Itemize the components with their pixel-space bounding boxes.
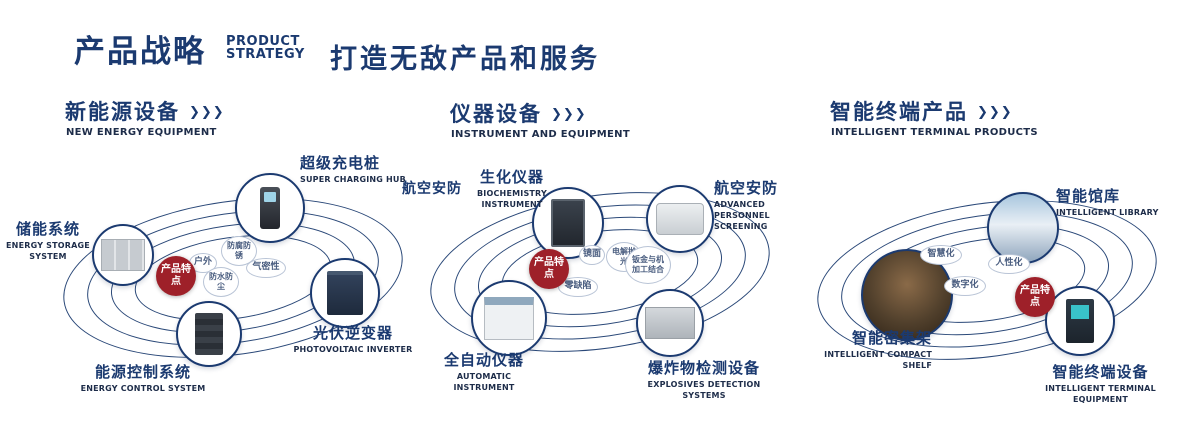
- product-name-en: ENERGY STORAGE SYSTEM: [6, 241, 90, 261]
- section-header-intelligent-terminals: 智能终端产品 ❯❯❯: [830, 96, 1013, 126]
- product-features-badge: 产品特点: [1015, 277, 1055, 317]
- product-label-pv-inverter: 光伏逆变器 PHOTOVOLTAIC INVERTER: [292, 322, 414, 356]
- product-name-en: ENERGY CONTROL SYSTEM: [80, 384, 206, 393]
- storage-cabinet-image: [101, 239, 145, 271]
- product-circle-energy-storage: [92, 224, 154, 286]
- product-name: 智能密集架: [851, 329, 932, 347]
- product-label-explosives-detection: 爆炸物检测设备 EXPLOSIVES DETECTION SYSTEMS: [630, 357, 778, 402]
- section-title-instruments: 仪器设备: [450, 102, 542, 126]
- product-name: 智能终端设备: [1052, 363, 1149, 381]
- feature-tag: 防水防尘: [203, 267, 239, 297]
- product-circle-intelligent-library: [987, 192, 1059, 264]
- feature-tag: 钣金与机加工结合: [625, 246, 671, 284]
- feature-tag: 零缺陷: [558, 277, 598, 297]
- product-circle-pv-inverter: [310, 258, 380, 328]
- product-label-super-charging-hub: 超级充电桩 SUPER CHARGING HUB: [300, 152, 418, 186]
- product-name-en: AUTOMATIC INSTRUMENT: [453, 372, 515, 392]
- section-title-intelligent-terminals: 智能终端产品: [830, 100, 968, 124]
- product-name: 超级充电桩: [300, 154, 381, 172]
- section-header-new-energy: 新能源设备 ❯❯❯: [65, 96, 225, 126]
- product-circle-automatic-instrument: [471, 280, 547, 356]
- product-circle-personnel-screening: [646, 185, 714, 253]
- tagline: 打造无敌产品和服务: [330, 44, 600, 75]
- product-name-en: SUPER CHARGING HUB: [300, 175, 406, 184]
- product-name-en: ADVANCED PERSONNEL SCREENING: [714, 200, 770, 231]
- triple-chevron-icon: ❯❯❯: [977, 105, 1013, 120]
- section-subtitle-instruments: INSTRUMENT AND EQUIPMENT: [451, 129, 630, 140]
- product-name-en: PHOTOVOLTAIC INVERTER: [293, 345, 413, 354]
- product-name: 航空安防: [714, 179, 779, 197]
- product-name-en: INTELLIGENT COMPACT SHELF: [824, 350, 932, 370]
- product-name: 能源控制系统: [94, 363, 191, 381]
- product-name: 储能系统: [15, 220, 80, 238]
- product-label-automatic-instrument: 全自动仪器 AUTOMATIC INSTRUMENT: [428, 349, 540, 394]
- product-name: 全自动仪器: [443, 351, 524, 369]
- label-aviation-security: 航空安防: [402, 181, 462, 197]
- product-circle-energy-control: [176, 301, 242, 367]
- section-subtitle-new-energy: NEW ENERGY EQUIPMENT: [66, 127, 217, 138]
- page-title-en-line2: STRATEGY: [226, 47, 305, 62]
- feature-tag: 人性化: [988, 254, 1030, 274]
- section-header-instruments: 仪器设备 ❯❯❯: [450, 98, 587, 128]
- terminal-kiosk-image: [1066, 299, 1094, 343]
- product-label-personnel-screening: 航空安防 ADVANCED PERSONNEL SCREENING: [714, 177, 814, 232]
- control-cabinet-image: [195, 313, 223, 355]
- product-label-terminal-equipment: 智能终端设备 INTELLIGENT TERMINAL EQUIPMENT: [1028, 361, 1173, 406]
- product-name: 生化仪器: [479, 168, 544, 186]
- section-title-new-energy: 新能源设备: [65, 100, 180, 124]
- automatic-instrument-image: [484, 296, 534, 340]
- product-name: 爆炸物检测设备: [647, 359, 760, 377]
- triple-chevron-icon: ❯❯❯: [189, 105, 225, 120]
- screening-machine-image: [656, 203, 704, 235]
- inverter-cabinet-image: [327, 271, 363, 315]
- product-name-en: INTELLIGENT LIBRARY: [1056, 208, 1159, 217]
- product-label-energy-storage: 储能系统 ENERGY STORAGE SYSTEM: [6, 218, 90, 263]
- product-label-compact-shelf: 智能密集架 INTELLIGENT COMPACT SHELF: [822, 327, 932, 372]
- feature-tag: 镜面: [579, 245, 605, 265]
- product-name-en: INTELLIGENT TERMINAL EQUIPMENT: [1045, 384, 1156, 404]
- triple-chevron-icon: ❯❯❯: [551, 107, 587, 122]
- product-circle-terminal-equipment: [1045, 286, 1115, 356]
- product-name: 智能馆库: [1056, 187, 1121, 205]
- product-name: 光伏逆变器: [312, 324, 393, 342]
- product-label-biochemistry: 生化仪器 BIOCHEMISTRY INSTRUMENT: [462, 166, 562, 211]
- product-circle-explosives-detection: [636, 289, 704, 357]
- page-title-en-line1: PRODUCT: [226, 34, 300, 49]
- product-features-badge: 产品特点: [529, 249, 569, 289]
- charging-pile-image: [260, 187, 280, 229]
- feature-tag: 智慧化: [920, 245, 962, 265]
- page-title-en: PRODUCT STRATEGY: [226, 35, 305, 61]
- product-label-intelligent-library: 智能馆库 INTELLIGENT LIBRARY: [1056, 185, 1164, 219]
- feature-tag: 数字化: [944, 276, 986, 296]
- page-title: 产品战略: [74, 34, 206, 70]
- section-subtitle-intelligent-terminals: INTELLIGENT TERMINAL PRODUCTS: [831, 127, 1038, 138]
- explosives-detector-image: [645, 307, 695, 339]
- product-name-en: EXPLOSIVES DETECTION SYSTEMS: [647, 380, 761, 400]
- feature-tag: 气密性: [246, 258, 286, 278]
- biochemistry-rack-image: [551, 199, 585, 247]
- product-label-energy-control: 能源控制系统 ENERGY CONTROL SYSTEM: [72, 361, 214, 395]
- product-features-badge: 产品特点: [156, 256, 196, 296]
- product-name-en: BIOCHEMISTRY INSTRUMENT: [477, 189, 547, 209]
- product-circle-super-charging-hub: [235, 173, 305, 243]
